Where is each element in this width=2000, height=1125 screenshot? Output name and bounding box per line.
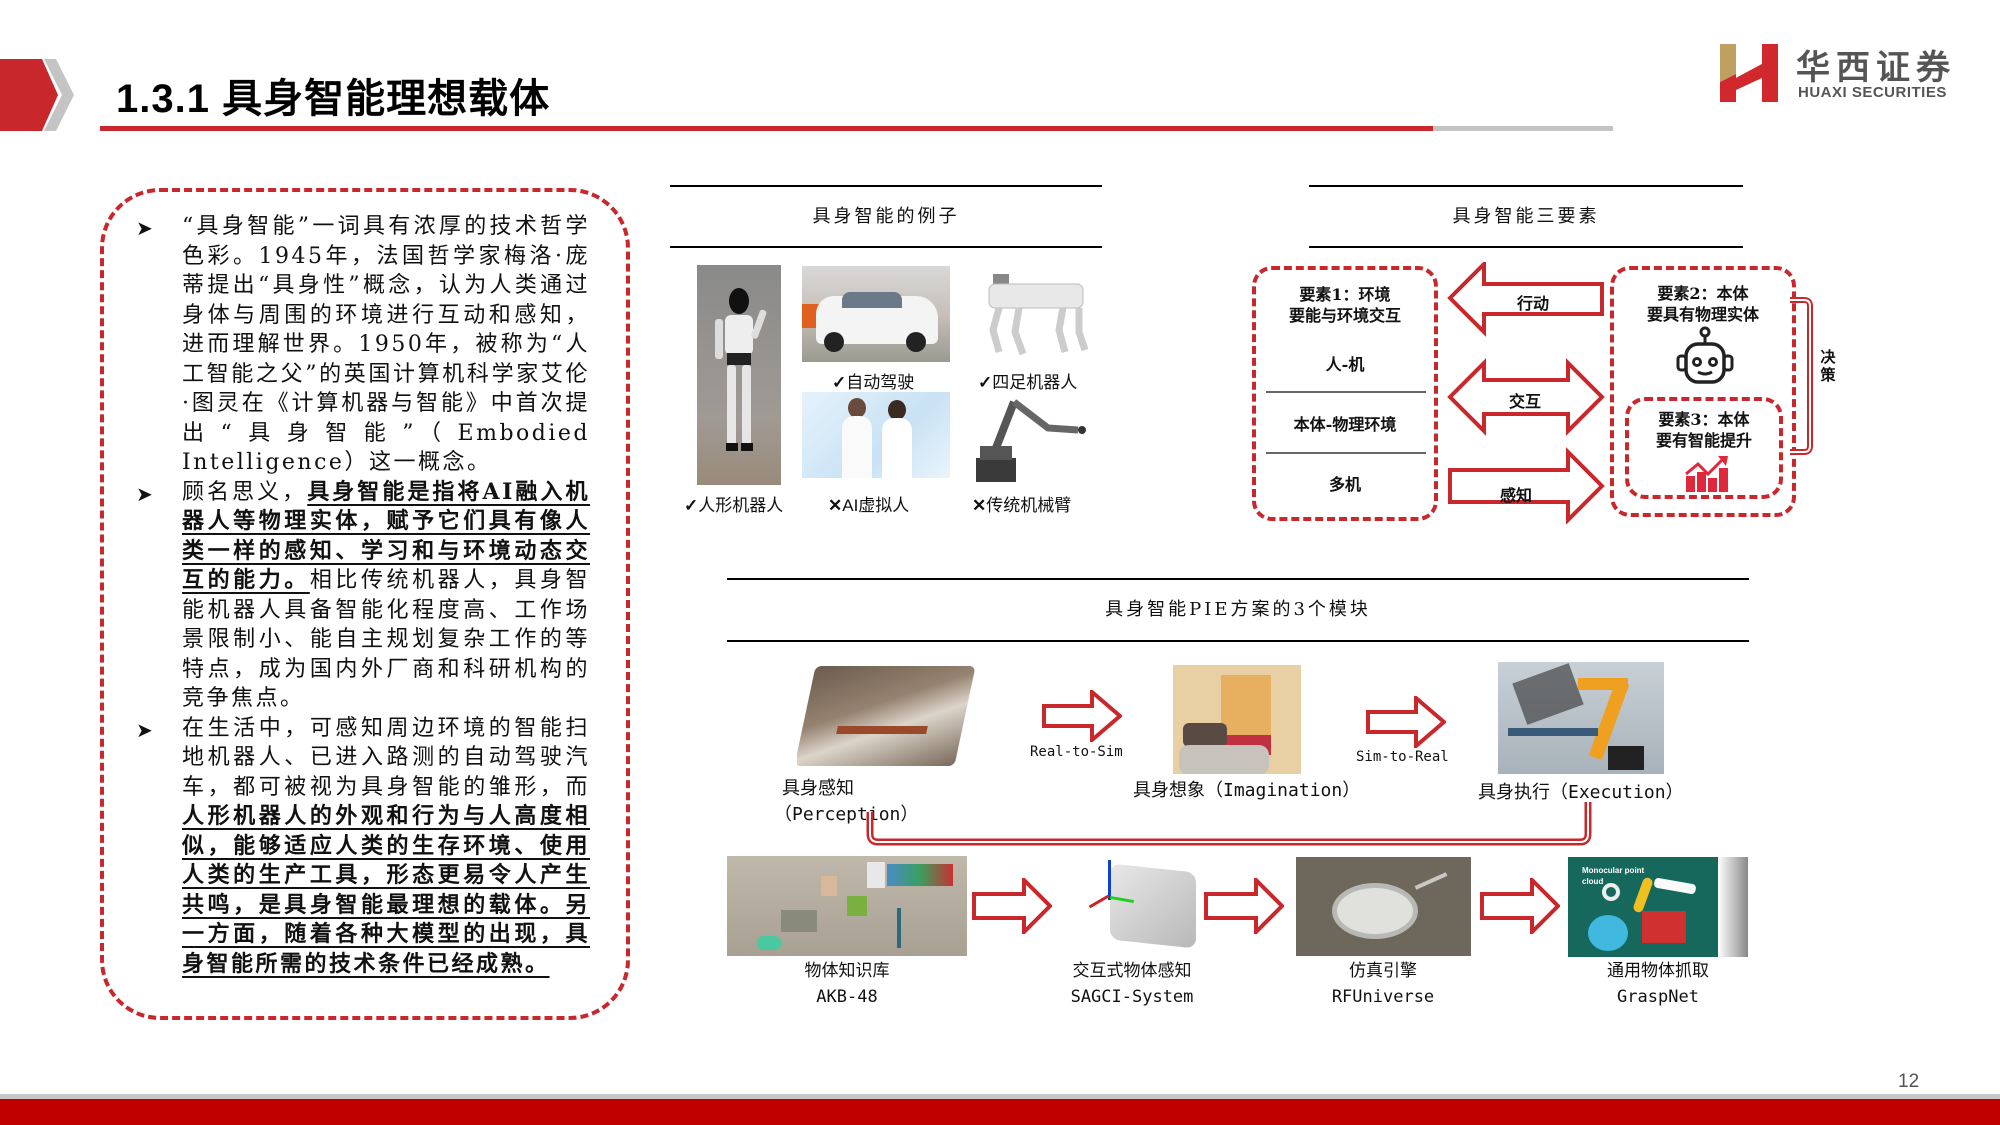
element1-row-human-machine: 人-机: [1325, 355, 1365, 374]
bullet-item: ➤ 在生活中，可感知周边环境的智能扫地机器人、已进入路测的自动驾驶汽车，都可被视…: [136, 715, 590, 977]
page-number: 12: [1898, 1071, 1920, 1092]
example-caption-quadruped: ✓四足机器人: [978, 373, 1078, 392]
company-logo: 华西证券 HUAXI SECURITIES: [1720, 42, 1980, 104]
tool-flow-arrow-icon: [1204, 878, 1284, 934]
element2-title: 要素2：本体 要具有物理实体: [1646, 284, 1759, 324]
ai-virtual-human-image: [802, 392, 950, 478]
decision-label: 决策: [1820, 348, 1836, 384]
module-perception-label: 具身感知 （Perception）: [774, 778, 919, 825]
logo-english: HUAXI SECURITIES: [1798, 84, 1947, 101]
bullet-list: ➤ “具身智能”一词具有浓厚的技术哲学色彩。1945年，法国哲学家梅洛·庞蒂提出…: [130, 212, 590, 979]
growth-chart-icon: [1685, 456, 1728, 492]
robot-arm-icon: [976, 399, 1086, 482]
example-caption-humanoid: ✓人形机器人: [684, 496, 784, 515]
perceive-arrow-right-icon: [1448, 447, 1605, 524]
element3-title: 要素3：本体 要有智能提升: [1655, 410, 1752, 450]
example-caption-ai-virtual-human: ✕AI虚拟人: [828, 496, 910, 515]
logo-chinese: 华西证券: [1796, 48, 1956, 88]
title-underline-gray: [1433, 126, 1613, 131]
akb48-objects-image: [727, 856, 967, 956]
pie-header: 具身智能PIE方案的3个模块: [727, 578, 1749, 642]
interact-double-arrow-icon: [1447, 358, 1605, 436]
text-panel-border: [100, 188, 630, 1020]
element3-intelligence-box: [1625, 397, 1783, 499]
header-red-chevron: [0, 59, 58, 131]
interact-label: 交互: [1509, 394, 1542, 411]
quadruped-robot-image: [975, 266, 1095, 362]
module-execution-label: 具身执行（Execution）: [1478, 782, 1684, 803]
arrowhead-bullet-icon: ➤: [136, 216, 156, 240]
example-caption-robot-arm: ✕传统机械臂: [972, 496, 1072, 515]
footer-gray-bar: [0, 1094, 2000, 1099]
feedback-loop-arrow-icon: [866, 802, 1592, 846]
action-arrow-left-icon: [1447, 262, 1604, 337]
bullet-item: ➤ 顾名思义，具身智能是指将AI融入机器人等物理实体，赋予它们具有像人类一样的感…: [136, 478, 590, 712]
action-label: 行动: [1517, 296, 1550, 313]
imagination-scene-image: [1173, 665, 1301, 774]
example-caption-autonomous-driving: ✓自动驾驶: [832, 373, 915, 392]
divider: [1266, 452, 1426, 454]
element1-row-body-environment: 本体-物理环境: [1293, 415, 1397, 434]
emphasis-text: 具身智能是指将AI融入机器人等物理实体，赋予它们具有像人类一样的感知、学习和与环…: [182, 478, 590, 594]
three-elements-header: 具身智能三要素: [1309, 185, 1743, 248]
real-to-sim-arrow-icon: [1042, 690, 1122, 742]
robot-arm-image: [970, 396, 1090, 484]
arrowhead-bullet-icon: ➤: [136, 717, 156, 742]
sim-to-real-label: Sim-to-Real: [1356, 749, 1449, 765]
examples-header: 具身智能的例子: [670, 185, 1102, 248]
robot-head-icon: [1676, 326, 1734, 384]
emphasis-text: 人形机器人的外观和行为与人高度相似，能够适应人类的生存环境、使用人类的生产工具，…: [182, 803, 590, 977]
decision-loop-arrow-icon: [1790, 297, 1813, 455]
quadruped-robot-icon: [988, 274, 1089, 356]
element1-row-multi-machine: 多机: [1328, 475, 1361, 494]
perceive-label: 感知: [1500, 488, 1533, 505]
rfuniverse-pan-image: [1296, 857, 1471, 956]
real-to-sim-label: Real-to-Sim: [1030, 744, 1123, 760]
sagci-point-cloud-image: [1082, 856, 1204, 956]
element1-environment-box: [1252, 266, 1438, 521]
page-title: 1.3.1 具身智能理想载体: [116, 77, 551, 121]
title-underline-red: [100, 126, 1433, 131]
element1-title: 要素1：环境 要能与环境交互: [1288, 285, 1401, 325]
diagram-arrows: [1447, 262, 1605, 524]
element2-body-box: [1610, 266, 1796, 517]
divider: [1266, 391, 1426, 393]
bullet-item: ➤ “具身智能”一词具有浓厚的技术哲学色彩。1945年，法国哲学家梅洛·庞蒂提出…: [136, 214, 590, 475]
tool-flow-arrow-icon: [972, 878, 1052, 934]
humanoid-robot-image: [697, 265, 781, 485]
execution-factory-image: [1498, 662, 1664, 774]
footer-red-bar: [0, 1099, 2000, 1125]
humanoid-robot-icon: [715, 288, 767, 451]
sim-to-real-arrow-icon: [1366, 696, 1446, 748]
tool-flow-arrow-icon: [1480, 878, 1560, 934]
autonomous-car-image: [802, 266, 950, 362]
arrowhead-bullet-icon: ➤: [136, 481, 156, 506]
huaxi-h-logo-icon: [1720, 44, 1778, 102]
perception-point-cloud-image: [797, 656, 983, 770]
module-imagination-label: 具身想象（Imagination）: [1133, 780, 1361, 801]
